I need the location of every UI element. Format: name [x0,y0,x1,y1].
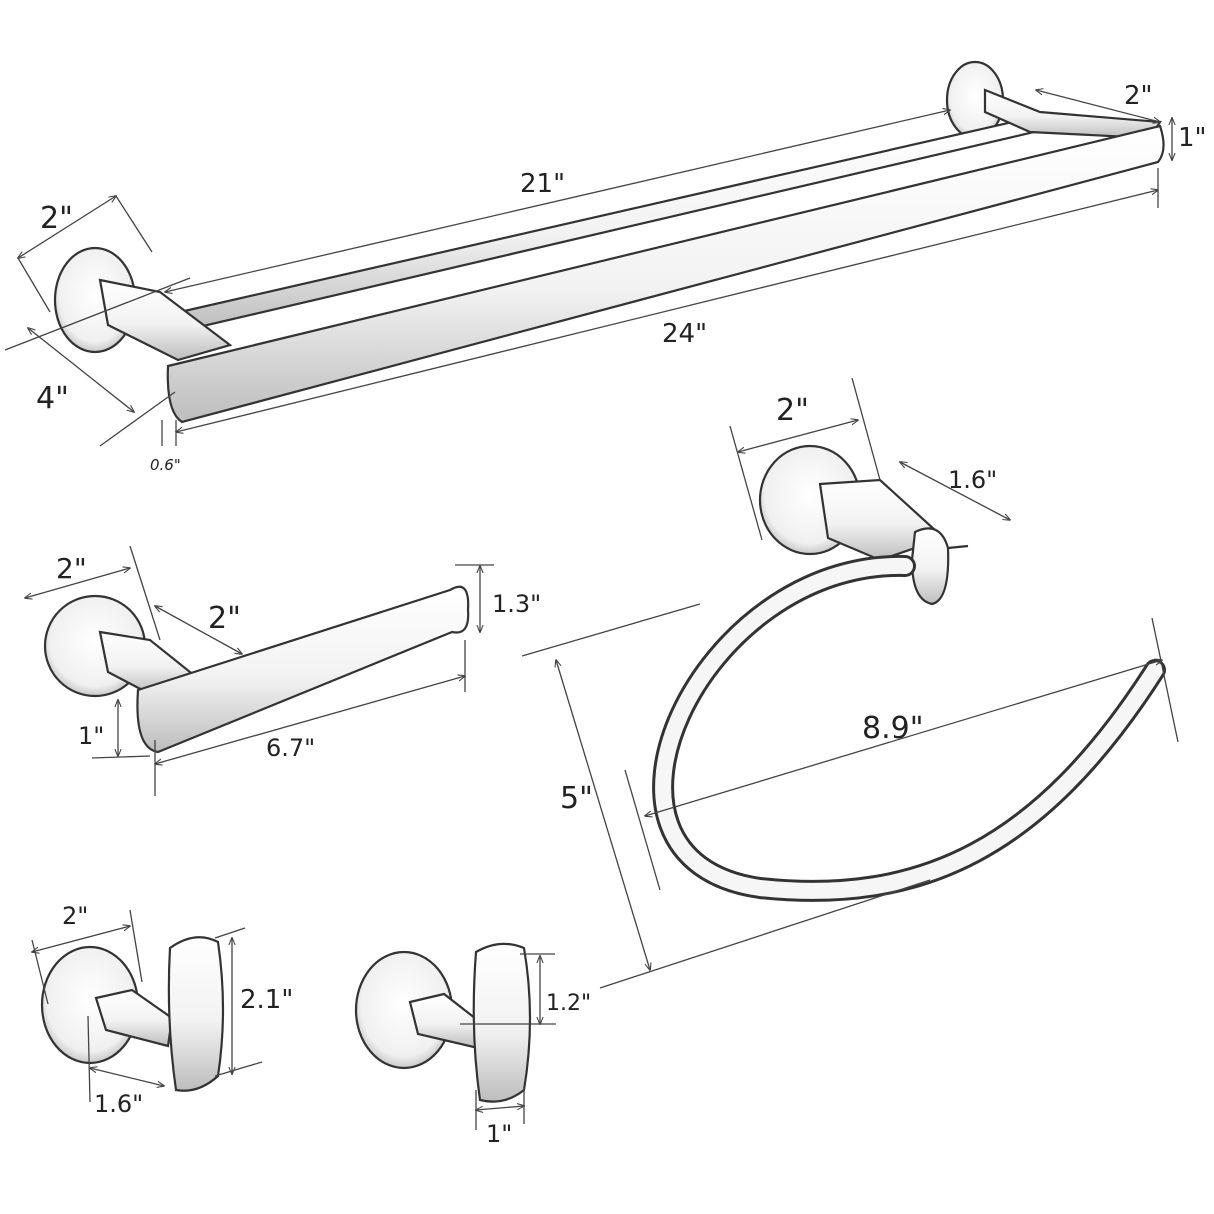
large-hook-body [167,936,225,1092]
towel-bar-base-width-label: 2" [40,201,73,236]
small-hook-width-label: 1" [486,1120,512,1148]
small-hook-body [472,942,532,1103]
ring-projection-label: 1.6" [948,466,997,494]
robe-hook-small: 1.2" 1" [354,942,591,1148]
ring-width-label: 8.9" [862,711,924,746]
tp-bar-length-label: 6.7" [266,734,315,762]
tp-projection-label: 2" [208,601,241,636]
ring-base-width-label: 2" [776,393,809,428]
double-towel-bar: 2" 4" 21" 24" 2" 1" 0.6" [4,60,1207,474]
tp-base-width-label: 2" [56,552,87,585]
large-hook-height-label: 2.1" [240,985,293,1015]
towel-bar-thickness-label: 0.6" [150,456,181,474]
large-hook-projection-label: 1.6" [94,1090,143,1118]
towel-bar-inner-length-label: 21" [520,169,565,199]
tp-bar-height-label: 1" [78,722,104,750]
towel-bar-depth-label: 4" [36,381,69,416]
robe-hook-large: 2" 2.1" 1.6" [32,902,293,1118]
toilet-paper-holder: 2" 2" 1.3" 6.7" 1" [25,545,541,796]
large-hook-base-width-label: 2" [62,902,88,930]
ring-cap [910,527,950,606]
small-hook-height-label: 1.2" [546,991,591,1016]
towel-ring: 2" 1.6" 8.9" 5" [521,377,1179,989]
towel-bar-spacing-label: 2" [1124,81,1153,111]
front-bar [166,124,1165,424]
towel-bar-overall-length-label: 24" [662,319,707,349]
towel-bar-height-label: 1" [1178,123,1207,153]
ring-height-label: 5" [560,781,593,816]
tp-lip-height-label: 1.3" [492,590,541,618]
